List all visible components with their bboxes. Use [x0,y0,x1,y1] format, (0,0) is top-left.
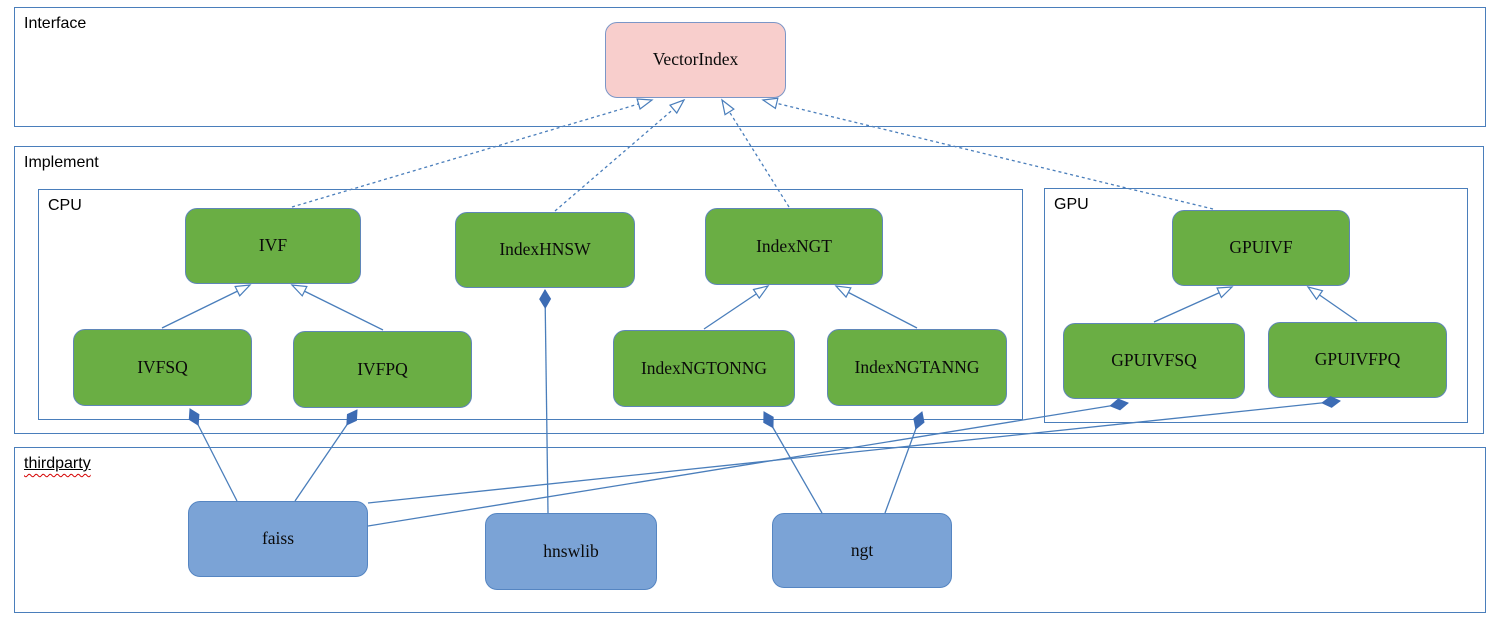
node-ngt[interactable]: ngt [772,513,952,588]
node-indexngtonng[interactable]: IndexNGTONNG [613,330,795,407]
node-gpuivfsq-label: GPUIVFSQ [1111,350,1197,371]
node-indexhnsw-label: IndexHNSW [499,239,591,260]
container-cpu-label: CPU [48,197,82,214]
node-gpuivf[interactable]: GPUIVF [1172,210,1350,286]
node-ivf[interactable]: IVF [185,208,361,284]
node-indexhnsw[interactable]: IndexHNSW [455,212,635,288]
node-ivfpq[interactable]: IVFPQ [293,331,472,408]
node-hnswlib[interactable]: hnswlib [485,513,657,590]
node-ivfsq-label: IVFSQ [137,356,188,377]
node-gpuivf-label: GPUIVF [1229,237,1293,258]
node-indexngt[interactable]: IndexNGT [705,208,883,285]
node-gpuivfpq-label: GPUIVFPQ [1314,349,1401,370]
node-ivfpq-label: IVFPQ [357,358,408,379]
node-vectorindex-label: VectorIndex [652,49,739,70]
node-gpuivfsq[interactable]: GPUIVFSQ [1063,323,1245,399]
container-implement-label: Implement [24,154,99,171]
container-gpu-label: GPU [1054,196,1089,213]
node-indexngtonng-label: IndexNGTONNG [640,357,768,378]
node-faiss-label: faiss [261,528,295,549]
node-ivfsq[interactable]: IVFSQ [73,329,252,406]
node-ngt-label: ngt [850,539,874,560]
node-indexngtanng-label: IndexNGTANNG [854,356,980,377]
node-hnswlib-label: hnswlib [543,540,599,561]
node-vectorindex[interactable]: VectorIndex [605,22,786,98]
node-indexngtanng[interactable]: IndexNGTANNG [827,329,1007,406]
node-gpuivfpq[interactable]: GPUIVFPQ [1268,322,1447,398]
container-interface-label: Interface [24,15,87,32]
container-thirdparty-label-text: thirdparty [24,455,91,472]
node-indexngt-label: IndexNGT [756,235,832,256]
node-ivf-label: IVF [258,235,288,256]
container-thirdparty-label: thirdparty [24,454,91,473]
node-faiss[interactable]: faiss [188,501,368,577]
